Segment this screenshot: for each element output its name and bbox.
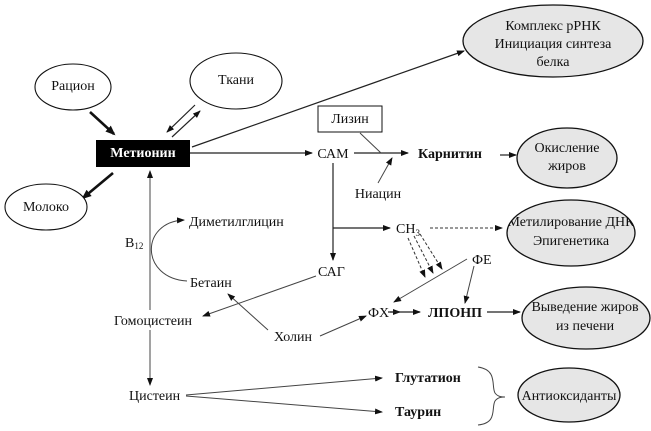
outcome-antioxidants: Антиоксиданты (517, 367, 621, 423)
node-sam: САМ (317, 147, 349, 162)
node-methionine: Метионин (96, 140, 190, 167)
outcome-fat-export-line1: Выведение жиров (531, 300, 639, 315)
node-fx: ФХ (368, 306, 389, 321)
node-tissues-label: Ткани (218, 73, 254, 88)
edge-fe-fx (393, 258, 468, 303)
edge-methionine-milk (81, 172, 114, 200)
outcome-fat-export-line2: из печени (556, 319, 615, 334)
edge-cysteine-taurine (185, 395, 383, 415)
outcome-fat-oxidation-line2: жиров (547, 159, 586, 174)
edge-choline-betaine (227, 293, 269, 331)
outcome-rrna-line1: Комплекс рРНК (505, 19, 601, 34)
edge-fe-lponp (463, 265, 475, 304)
edge-lysine-join (359, 132, 382, 154)
edge-ration-methionine (89, 111, 116, 136)
node-fe: ФЕ (472, 253, 492, 268)
node-ration: Рацион (34, 63, 112, 111)
edge-niacin-join (377, 157, 393, 184)
node-carnitine: Карнитин (418, 147, 482, 162)
outcome-rrna-complex: Комплекс рРНК Инициация синтеза белка (462, 4, 644, 78)
node-tissues: Ткани (189, 52, 283, 110)
node-ch3-label: CH (396, 222, 415, 237)
outcome-fat-export: Выведение жиров из печени (521, 286, 651, 350)
node-niacin: Ниацин (355, 187, 402, 202)
node-lponp: ЛПОНП (428, 306, 482, 321)
edge-sag-homocysteine (202, 275, 317, 317)
outcome-fat-oxidation-line1: Окисление (534, 141, 599, 156)
node-taurine: Таурин (395, 405, 441, 420)
node-methionine-label: Метионин (110, 146, 175, 161)
edge-ch3-methylation-3 (419, 233, 443, 270)
outcome-fat-oxidation: Окисление жиров (516, 127, 618, 189)
node-cysteine: Цистеин (129, 389, 181, 404)
outcome-dna-methylation-line2: Эпигенетика (533, 234, 610, 249)
node-dimethylglycine: Диметилглицин (189, 215, 284, 230)
edge-cysteine-glutathione (185, 375, 383, 396)
edge-betaine-dimethylglycine (150, 217, 188, 282)
node-milk-label: Молоко (23, 200, 69, 215)
node-choline: Холин (274, 330, 313, 345)
edge-ch3-methylation-2 (413, 235, 434, 274)
node-lysine-label: Лизин (331, 112, 369, 127)
node-lysine: Лизин (317, 105, 383, 133)
antioxidant-brace (477, 366, 506, 426)
node-sag: САГ (318, 265, 345, 280)
outcome-dna-methylation-line1: Метилирование ДНК (508, 215, 636, 230)
node-b12: B12 (125, 236, 143, 251)
outcome-dna-methylation: Метилирование ДНК Эпигенетика (506, 199, 636, 267)
outcome-rrna-line2: Инициация синтеза (495, 37, 612, 52)
edge-methionine-rrna (191, 50, 465, 148)
outcome-antioxidants-label: Антиоксиданты (522, 389, 617, 404)
edge-tissues-methionine (166, 104, 196, 133)
node-milk: Молоко (4, 183, 88, 231)
node-b12-label: B (125, 236, 134, 251)
node-glutathione: Глутатион (395, 371, 461, 386)
node-homocysteine: Гомоцистеин (114, 314, 192, 329)
node-ration-label: Рацион (51, 79, 95, 94)
node-ch3-subscript: 3 (415, 228, 420, 238)
edge-choline-fx (319, 315, 367, 337)
node-ch3: CH3 (396, 222, 420, 238)
edge-methionine-tissues (171, 110, 201, 138)
node-b12-subscript: 12 (134, 241, 143, 251)
node-betaine: Бетаин (190, 276, 232, 291)
outcome-rrna-line3: белка (537, 55, 571, 70)
edge-ch3-methylation-1 (407, 237, 426, 278)
